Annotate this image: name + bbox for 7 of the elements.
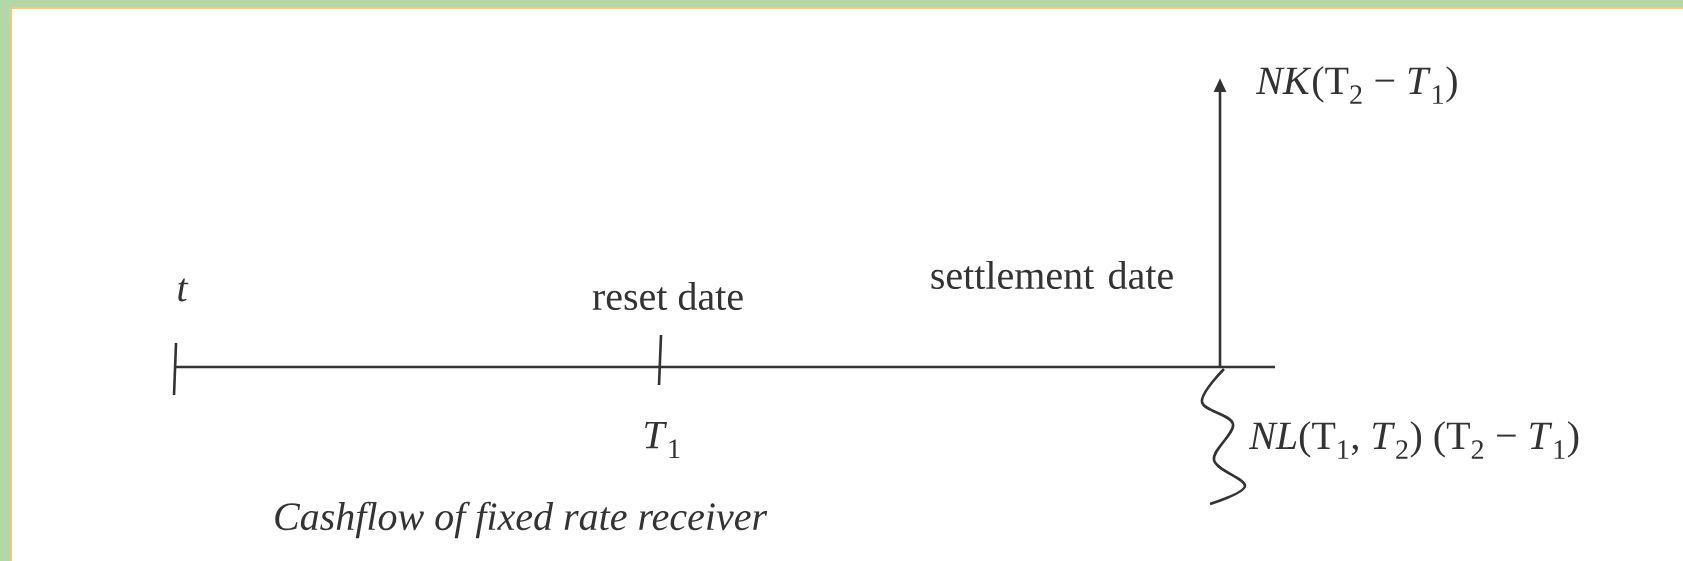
tick-label: T$_{1}$	[645, 421, 680, 459]
cash-flow-label: NL(T$_{1}$, T$_{2}$) (T$_{2}$ − T$_{1}$)	[1248, 421, 1579, 459]
tick-label: t	[178, 278, 189, 302]
cash-flow-label: NK(T$_{2}$ − T$_{1}$)	[1255, 66, 1457, 104]
date-annotation: settlement date	[931, 260, 1173, 290]
date-annotation: reset date	[592, 281, 743, 311]
caption: Cashflow of fixed rate receiver	[275, 501, 768, 539]
